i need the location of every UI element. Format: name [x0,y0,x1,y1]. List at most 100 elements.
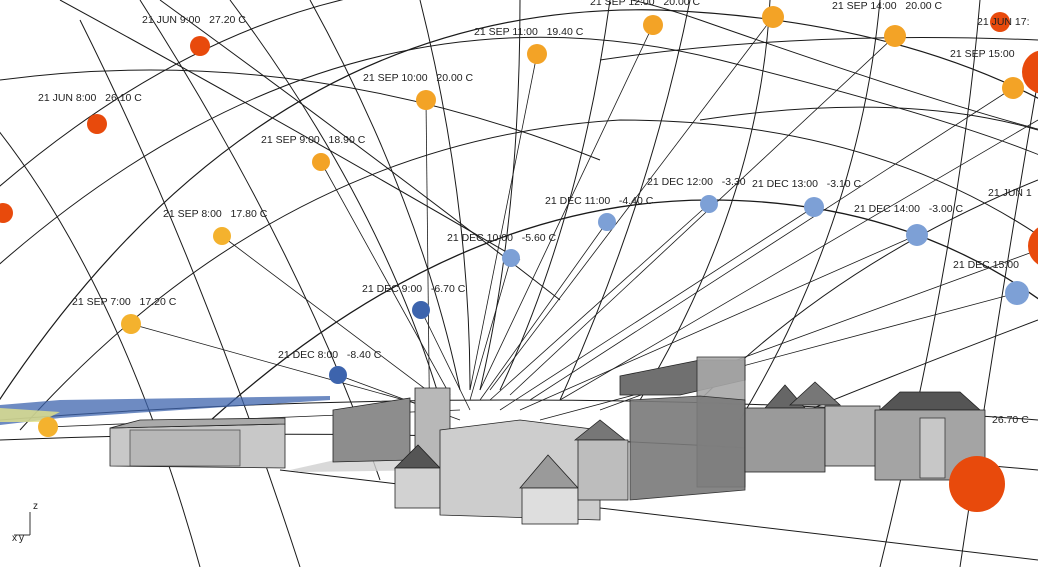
sun-marker-label: 21 SEP 14:00 20.00 C [832,0,943,12]
sun-marker [906,224,928,246]
sun-marker [412,301,430,319]
sun-ray [559,119,1038,401]
sun-marker [38,417,58,437]
sun-marker-label: 21 DEC 15:00 [953,259,1019,271]
sun-marker [87,114,107,134]
grid-diagonal [59,0,521,261]
axis-z-label: z [33,501,38,512]
hour-line [229,0,441,401]
sun-marker-label: 21 DEC 10:00 -5.60 C [447,232,557,244]
sun-marker [121,314,141,334]
sun-marker [700,195,718,213]
building-left-top [109,417,286,429]
sun-marker-label: 21 JUN 9:00 27.20 C [142,14,246,26]
hour-line [79,19,301,567]
side-temperature-label: 26.70 C [992,414,1029,426]
sun-marker-label: 21 DEC 11:00 -4.40 C [545,195,654,207]
hour-line [739,0,881,421]
sun-ray [479,221,608,401]
sun-ray [420,309,471,411]
building-left-facade [129,429,241,467]
axis-x-label: x [12,533,17,544]
sun-marker-label: 21 SEP 12:00 20.00 C [590,0,701,8]
sun-marker-label: 21 SEP 15:00 [950,48,1015,60]
sun-marker-label: 21 SEP 7:00 17.20 C [72,296,177,308]
sun-ray [489,16,774,391]
sun-marker [0,203,13,223]
sun-marker [884,25,906,47]
hour-line [0,131,201,567]
sun-marker-label: 21 DEC 14:00 -3.00 C [854,203,964,215]
building-right-roof-2 [788,381,842,406]
altitude-ring-2 [19,119,1038,431]
sun-path-sep [0,9,1038,401]
sun-ray [519,234,918,411]
sun-ray [539,292,1018,421]
sun-marker [762,6,784,28]
sun-ray [130,323,441,411]
hour-line [639,0,771,401]
sun-marker-label: 21 SEP 11:00 19.40 C [474,26,584,38]
sun-ray [499,206,815,411]
sun-ray [221,235,441,401]
sun-marker-label: 21 DEC 9:00 -6.70 C [362,283,466,295]
sun-marker [416,90,436,110]
building-right-2 [744,407,826,473]
building-far-right-face [919,417,946,479]
building-massing[interactable] [109,356,986,525]
sun-marker-label: 21 JUN 17: [977,16,1030,28]
sun-disc-edge [1022,50,1038,94]
axis-y-label: y [19,533,24,544]
sun-ray [529,87,1014,401]
sun-disc-edge [1028,227,1038,265]
sun-ray [469,53,538,391]
sun-marker [804,197,824,217]
sun-ray [509,35,896,396]
building-front [394,467,441,509]
building-east-1 [577,439,629,501]
sun-marker [1005,281,1029,305]
hour-line [559,0,691,401]
grid-diagonal [0,69,601,161]
building-right-mid [629,395,746,501]
sun-marker-label: 21 DEC 13:00 -3.10 C [752,178,862,190]
building-far-roof [878,391,982,411]
hour-line [479,0,521,391]
sun-marker [1002,77,1024,99]
hour-line [419,0,471,391]
sun-position-markers [0,6,1029,437]
sun-marker-label: 21 JUN 1 [988,187,1032,199]
sun-marker [990,12,1010,32]
sun-position-labels: 21 JUN 9:00 27.20 C 21 JUN 8:00 26.10 C 21… [38,0,1032,361]
sun-marker-label: 21 DEC 8:00 -8.40 C [278,349,382,361]
hour-line [309,0,461,391]
sun-marker-label: 21 SEP 9:00 18.90 C [261,134,366,146]
axis-indicator: z x y [12,501,38,544]
grid-diagonal [599,37,1038,61]
sun-marker-label: 21 SEP 10:00 20.00 C [363,72,474,84]
sun-path-dec [199,199,1038,431]
sun-ray [489,203,710,401]
sun-marker [527,44,547,64]
sun-marker-label: 21 SEP 8:00 17.80 C [163,208,268,220]
building-gable [521,487,579,525]
shadow-band [0,396,330,425]
building-right-3 [824,405,881,467]
sun-disc-large [949,456,1005,512]
sun-marker [598,213,616,231]
sun-marker [312,153,330,171]
sun-marker [502,249,520,267]
building-midleft [332,397,411,463]
sun-marker [190,36,210,56]
altitude-ring-1 [0,36,1038,265]
sun-marker [213,227,231,245]
sun-ray [469,257,512,401]
sun-marker-label: 21 JUN 8:00 26.10 C [38,92,142,104]
sun-marker-label: 21 DEC 12:00 -3.30 [647,176,746,188]
sun-marker [329,366,347,384]
grid-diagonal [699,106,1038,131]
sun-path-jun [0,0,1038,187]
sun-marker [643,15,663,35]
sun-ray [479,24,654,391]
